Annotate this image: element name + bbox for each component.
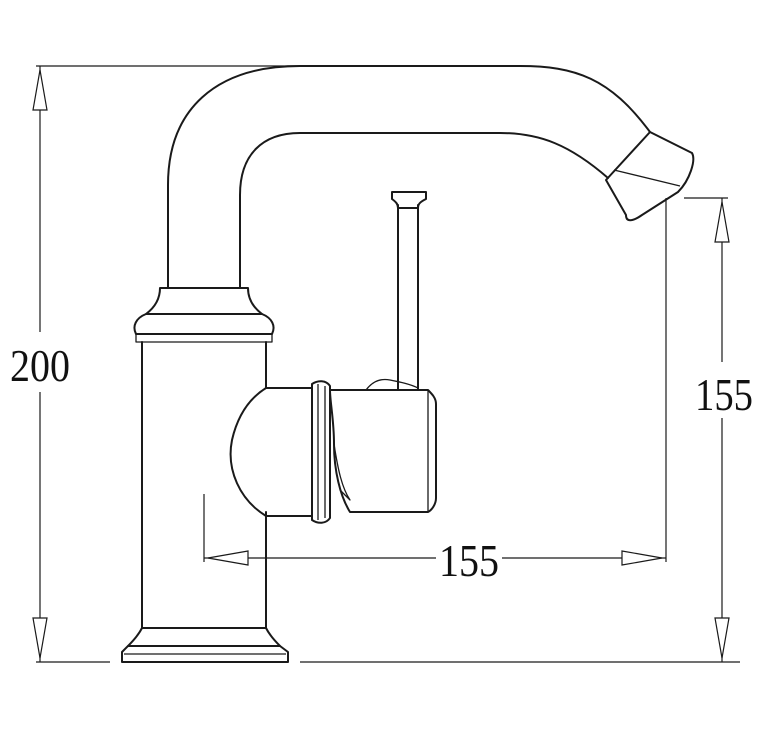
arrow-up-left <box>32 69 48 111</box>
arrow-right-reach <box>621 550 663 566</box>
faucet <box>121 65 695 663</box>
arrow-left-reach <box>207 550 249 566</box>
lever-tip <box>391 191 427 209</box>
dimension-spout-reach: 155 <box>203 198 667 586</box>
spout-reach-label: 155 <box>439 535 499 586</box>
spout <box>167 65 695 289</box>
upper-collar <box>133 287 275 343</box>
cartridge-housing <box>229 387 313 517</box>
dimension-total-height: 200 <box>10 65 740 663</box>
handle-assembly <box>229 191 437 524</box>
base-plate <box>121 645 289 663</box>
housing-ring <box>311 380 331 524</box>
spout-aerator-ring <box>613 169 681 187</box>
arrow-down-left <box>32 617 48 659</box>
arrow-up-right <box>714 201 730 243</box>
total-height-label: 200 <box>10 340 70 391</box>
lever-stem <box>397 204 419 391</box>
spout-height-label: 155 <box>695 369 753 420</box>
spout-aerator <box>605 131 695 222</box>
collar-cap <box>145 287 263 315</box>
base-flange <box>121 627 289 663</box>
dimension-spout-height: 155 <box>684 197 753 662</box>
base-upper-step <box>127 627 281 647</box>
housing-ring-inner <box>317 384 326 520</box>
spout-inner-edge <box>239 132 609 289</box>
faucet-body <box>141 341 267 629</box>
hub-shadow <box>333 443 351 501</box>
arrow-down-right <box>714 617 730 659</box>
collar-line <box>135 333 273 343</box>
collar-ring <box>133 313 275 335</box>
lever-base-cup <box>365 378 419 391</box>
